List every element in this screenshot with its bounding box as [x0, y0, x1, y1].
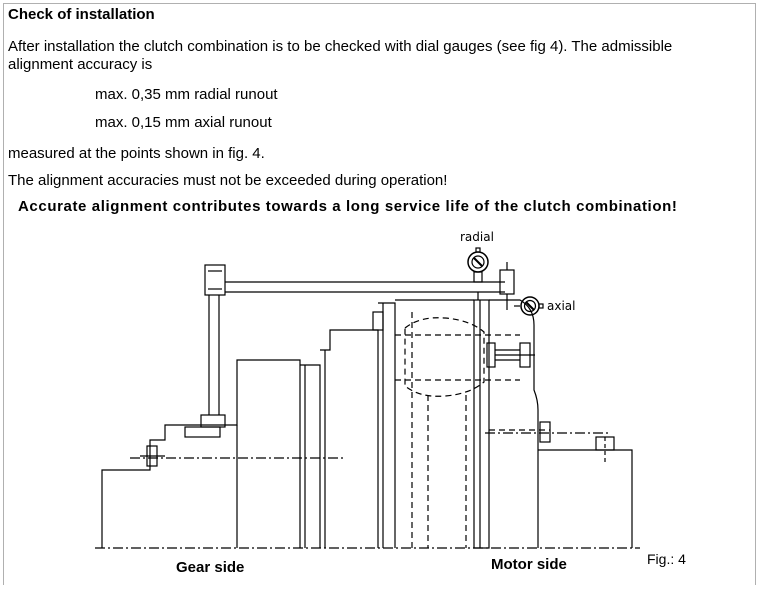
- gauge-stand: [184, 264, 505, 438]
- motor-side-label: Motor side: [491, 556, 567, 573]
- page-frame: [3, 3, 756, 585]
- coupling: [372, 299, 535, 549]
- radial-dial-gauge: [467, 247, 489, 300]
- measured-text: measured at the points shown in fig. 4.: [8, 145, 265, 162]
- figure-caption: Fig.: 4: [647, 551, 686, 567]
- warning-text: The alignment accuracies must not be exc…: [8, 172, 448, 189]
- bullet-text: Accurate alignment contributes towards a…: [18, 198, 678, 215]
- section-title: Check of installation: [8, 6, 155, 23]
- bullet-note: Accurate alignment contributes towards a…: [8, 197, 716, 216]
- axial-dial-gauge: [499, 262, 544, 316]
- axial-label: axial: [547, 299, 576, 313]
- axial-limit: max. 0,15 mm axial runout: [95, 114, 272, 131]
- gear-housing: [101, 329, 379, 548]
- intro-paragraph: After installation the clutch combinatio…: [8, 38, 673, 73]
- gear-side-label: Gear side: [176, 559, 245, 576]
- motor-bolt: [539, 421, 551, 443]
- motor-housing: [489, 299, 633, 548]
- radial-label: radial: [460, 230, 494, 244]
- radial-limit: max. 0,35 mm radial runout: [95, 86, 278, 103]
